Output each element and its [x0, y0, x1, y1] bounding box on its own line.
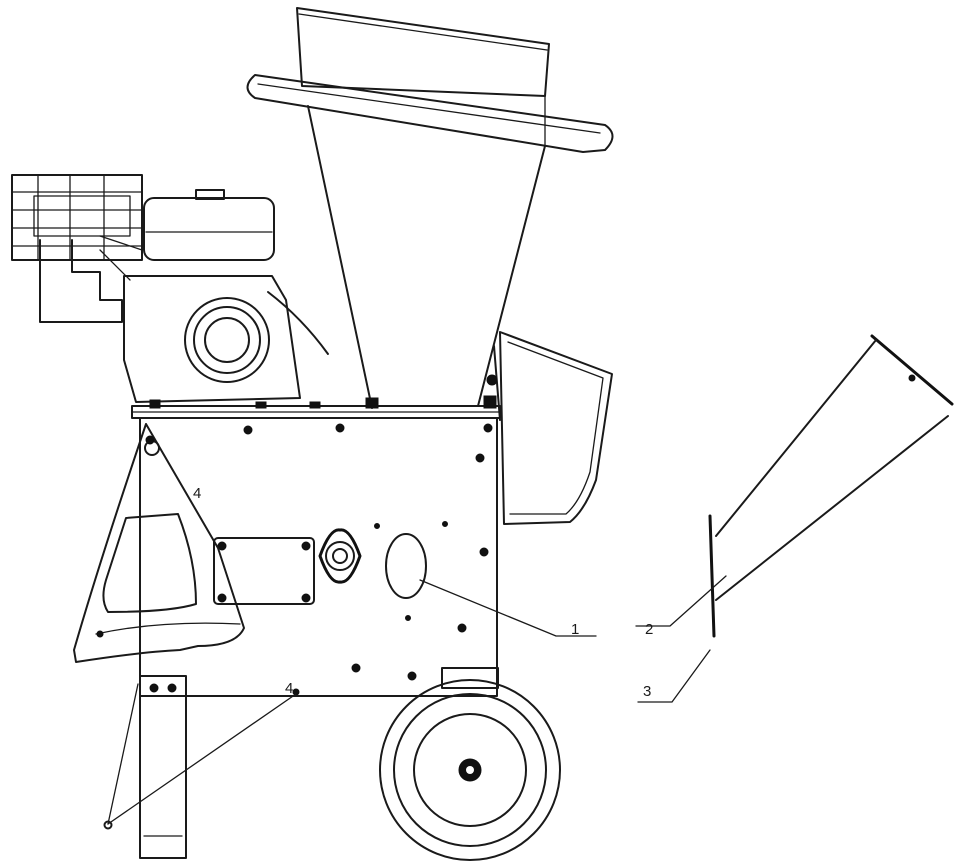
callout-label-4b: 4: [285, 680, 293, 697]
callout-label-2: 2: [645, 621, 653, 638]
callout-label-1: 1: [571, 621, 579, 638]
callout-label-3: 3: [643, 683, 651, 700]
top-plate: [131, 395, 501, 419]
stand-leg: [139, 675, 411, 859]
callout-label-4a: 4: [193, 485, 201, 502]
wheel: [379, 667, 561, 861]
detached-part: [708, 334, 954, 638]
engine: [99, 189, 329, 403]
discharge-housing: [73, 423, 245, 663]
leader-lines: [103, 575, 727, 830]
air-filter: [11, 174, 143, 323]
feed-hopper: [246, 7, 614, 409]
main-body: [139, 417, 498, 697]
side-chute: [486, 331, 613, 525]
